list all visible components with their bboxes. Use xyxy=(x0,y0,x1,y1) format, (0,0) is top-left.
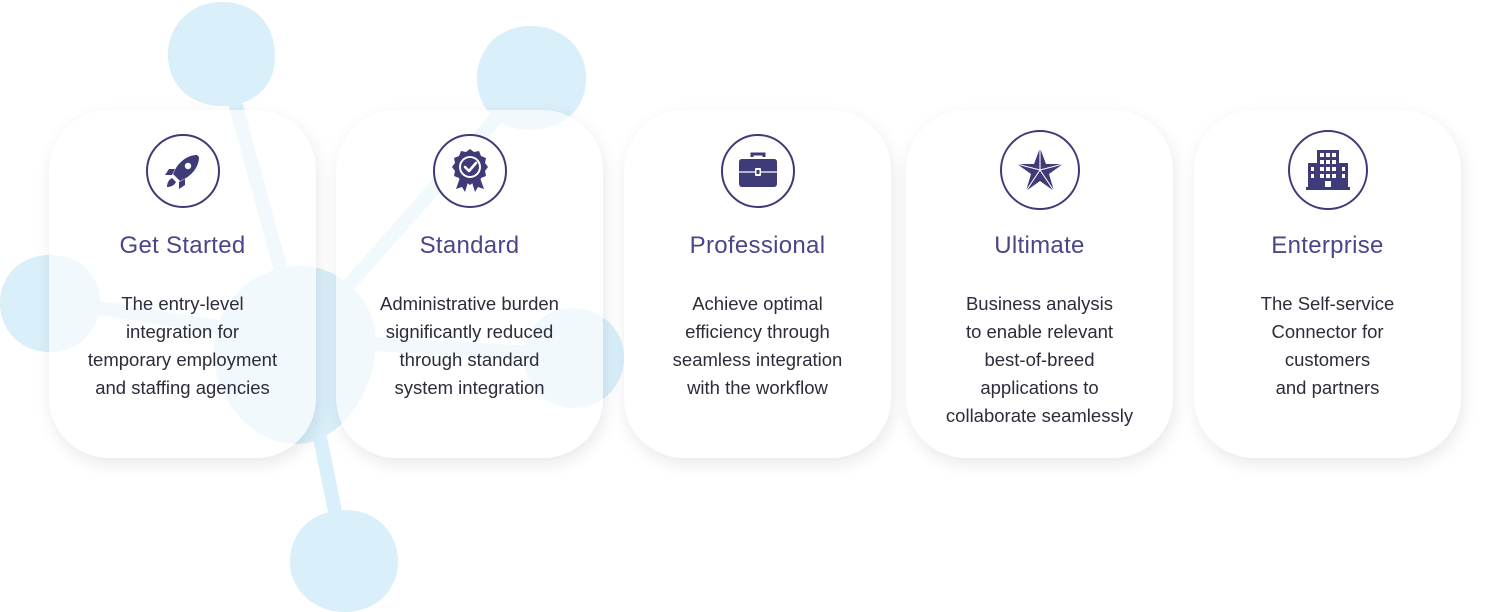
star-icon xyxy=(999,130,1080,210)
plan-description-line: The Self-service xyxy=(1260,293,1395,314)
plan-title: Standard xyxy=(419,232,520,259)
plan-description-line: collaborate seamlessly xyxy=(945,405,1134,426)
plan-card-get-started[interactable]: Get Started The entry-level integration … xyxy=(49,110,316,458)
office-building-icon xyxy=(1287,130,1368,210)
plan-description-line: to enable relevant xyxy=(965,321,1114,342)
plan-card-standard[interactable]: Standard Administrative burden significa… xyxy=(336,110,603,458)
plan-description-line: with the workflow xyxy=(687,377,828,398)
plan-description-line: best-of-breed xyxy=(984,349,1095,370)
plan-description-line: seamless integration xyxy=(672,349,843,370)
plan-description-line: Achieve optimal xyxy=(692,293,823,314)
plan-description-line: significantly reduced xyxy=(385,321,554,342)
plan-description: Business analysis to enable relevant bes… xyxy=(914,290,1165,430)
plan-description-line: integration for xyxy=(125,321,240,342)
plan-title: Enterprise xyxy=(1271,232,1384,259)
plan-description-line: Business analysis xyxy=(965,293,1114,314)
plan-title: Get Started xyxy=(119,232,246,259)
plan-description-line: and partners xyxy=(1275,377,1380,398)
plan-description-line: The entry-level xyxy=(121,293,244,314)
plan-description-line: and staffing agencies xyxy=(95,377,270,398)
plan-title: Ultimate xyxy=(994,232,1085,259)
plan-card-ultimate[interactable]: Ultimate Business analysis to enable rel… xyxy=(906,110,1173,458)
plan-description-line: Administrative burden xyxy=(380,293,559,314)
rocket-icon xyxy=(145,134,220,208)
certificate-badge-icon xyxy=(432,134,507,208)
plan-description-line: through standard xyxy=(399,349,540,370)
briefcase-icon xyxy=(720,134,795,208)
plan-description-line: efficiency through xyxy=(685,321,830,342)
plan-description-line: temporary employment xyxy=(87,349,278,370)
plan-description: Administrative burden significantly redu… xyxy=(344,290,595,402)
plan-description-line: customers xyxy=(1284,349,1371,370)
plan-description: The entry-level integration for temporar… xyxy=(57,290,308,402)
plan-title: Professional xyxy=(689,232,826,259)
plan-description-line: applications to xyxy=(980,377,1099,398)
plan-card-enterprise[interactable]: Enterprise The Self-service Connector fo… xyxy=(1194,110,1461,458)
plan-description-line: system integration xyxy=(394,377,545,398)
plan-card-professional[interactable]: Professional Achieve optimal efficiency … xyxy=(624,110,891,458)
plan-description-line: Connector for xyxy=(1271,321,1384,342)
plan-description: Achieve optimal efficiency through seaml… xyxy=(632,290,883,402)
plan-description: The Self-service Connector for customers… xyxy=(1202,290,1453,402)
